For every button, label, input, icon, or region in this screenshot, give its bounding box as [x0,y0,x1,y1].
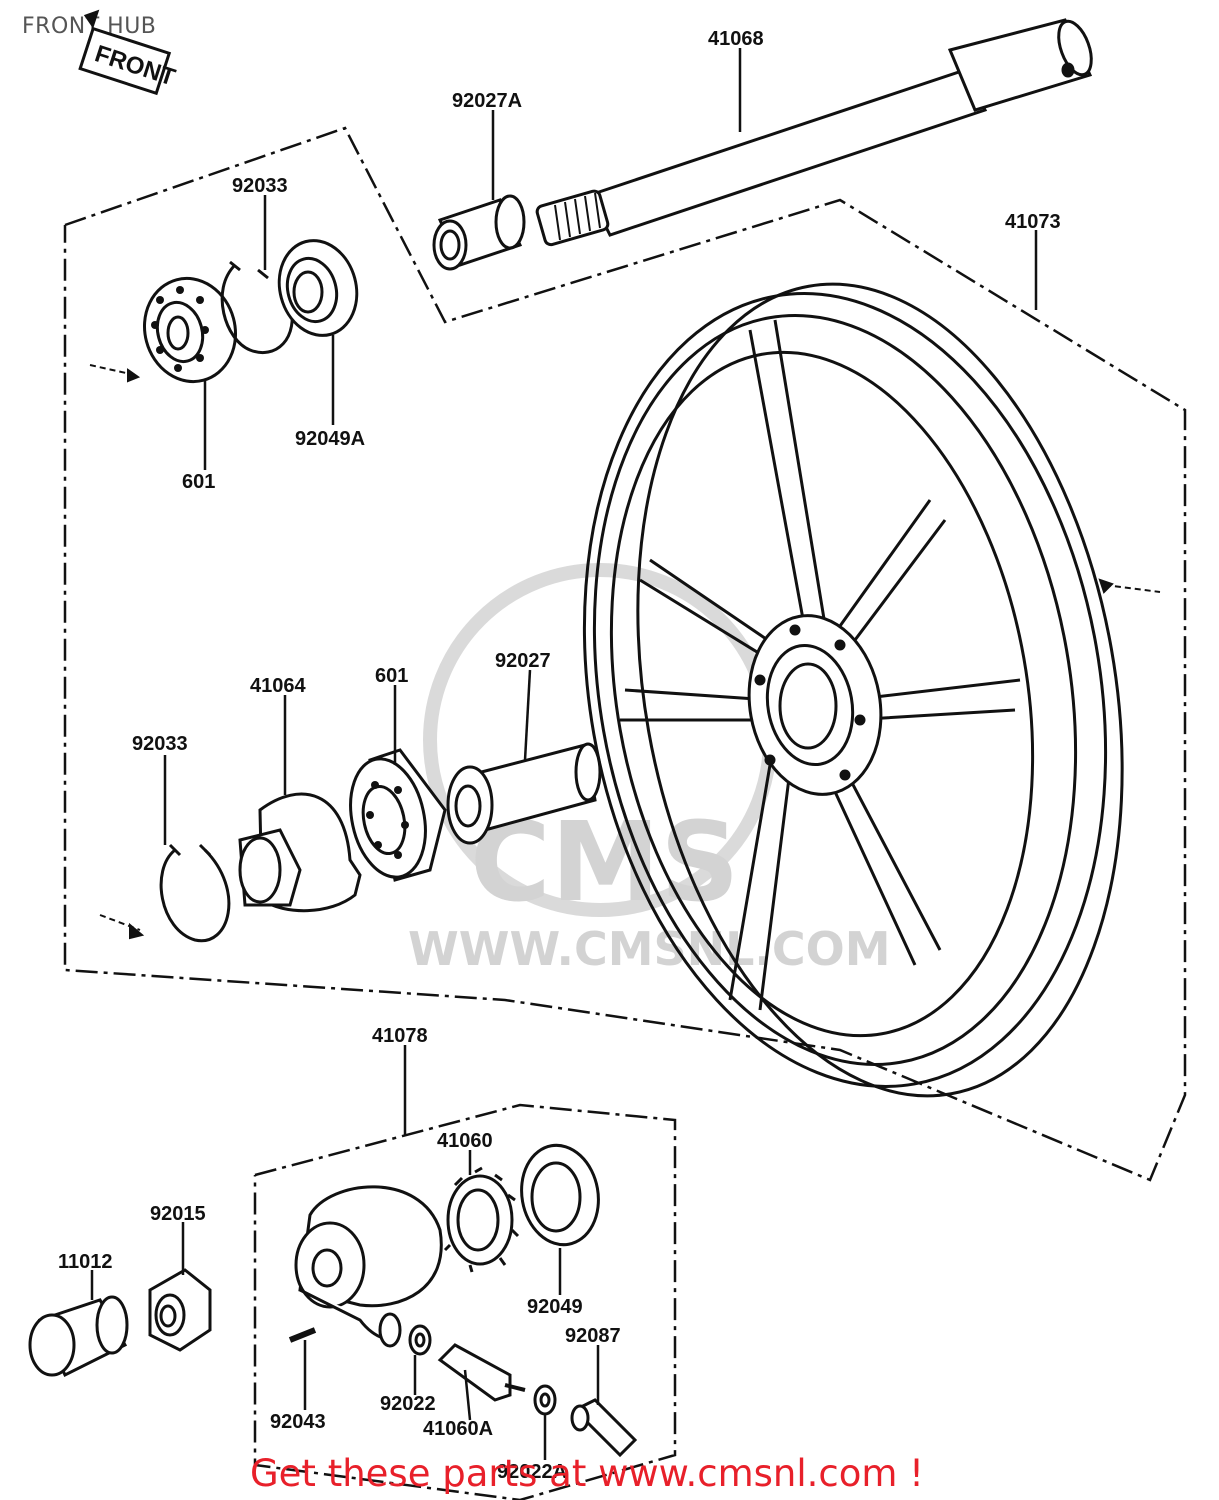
bearing-601-upper [142,276,238,384]
label-41078: 41078 [372,1025,428,1047]
bushing-92087 [570,1398,638,1458]
washer-92022 [408,1324,432,1356]
label-92049: 92049 [527,1296,583,1318]
label-41064: 41064 [250,675,306,697]
gear-housing-41078 [294,1185,443,1348]
label-41060A: 41060A [423,1418,493,1440]
label-92022: 92022 [380,1393,436,1415]
lower-group-frame [253,1103,677,1500]
label-92049A: 92049A [295,428,365,450]
wheel-hub [747,614,883,796]
alignment-arrows [89,364,1161,940]
wheel-spokes [620,319,1021,1011]
front-direction-tag: FRONT [78,9,179,96]
label-41073: 41073 [1005,211,1061,233]
cap-11012 [28,1295,129,1378]
circlip-92033-mid [159,843,231,943]
label-92033-mid: 92033 [132,733,188,755]
washer-92022A [533,1384,557,1416]
bearing-601-mid [349,748,447,882]
wheel-41073 [582,282,1124,1098]
footer-promo-link[interactable]: Get these parts at www.cmsnl.com ! [250,1452,925,1495]
label-601-top: 601 [182,471,215,493]
circlip-92033-upper [220,260,294,355]
oil-seal-92049A [277,239,359,337]
watermark-url: WWW.CMSNL.COM [408,922,891,976]
gear-housing-plate-41064 [238,792,362,913]
oil-seal-92049 [520,1143,600,1247]
leader-lines [90,48,1038,1460]
label-11012: 11012 [58,1251,113,1273]
label-92033-top: 92033 [232,175,288,197]
label-601-mid: 601 [375,665,408,687]
axle-41068 [535,18,1093,247]
label-92015: 92015 [150,1203,206,1225]
label-41068: 41068 [708,28,764,50]
label-41060: 41060 [437,1130,493,1152]
spacer-92027A [432,194,526,271]
label-92027: 92027 [495,650,551,672]
label-92022A: 92022A [497,1461,567,1483]
distance-collar-92027 [446,742,602,845]
label-92087: 92087 [565,1325,621,1347]
nut-92015 [148,1268,212,1352]
pinion-41060A [437,1343,526,1402]
speedometer-gear-41060 [443,1166,520,1273]
upper-group-frame [63,126,1187,1182]
label-92027A: 92027A [452,90,522,112]
pin-92043 [288,1327,317,1343]
label-92043: 92043 [270,1411,326,1433]
